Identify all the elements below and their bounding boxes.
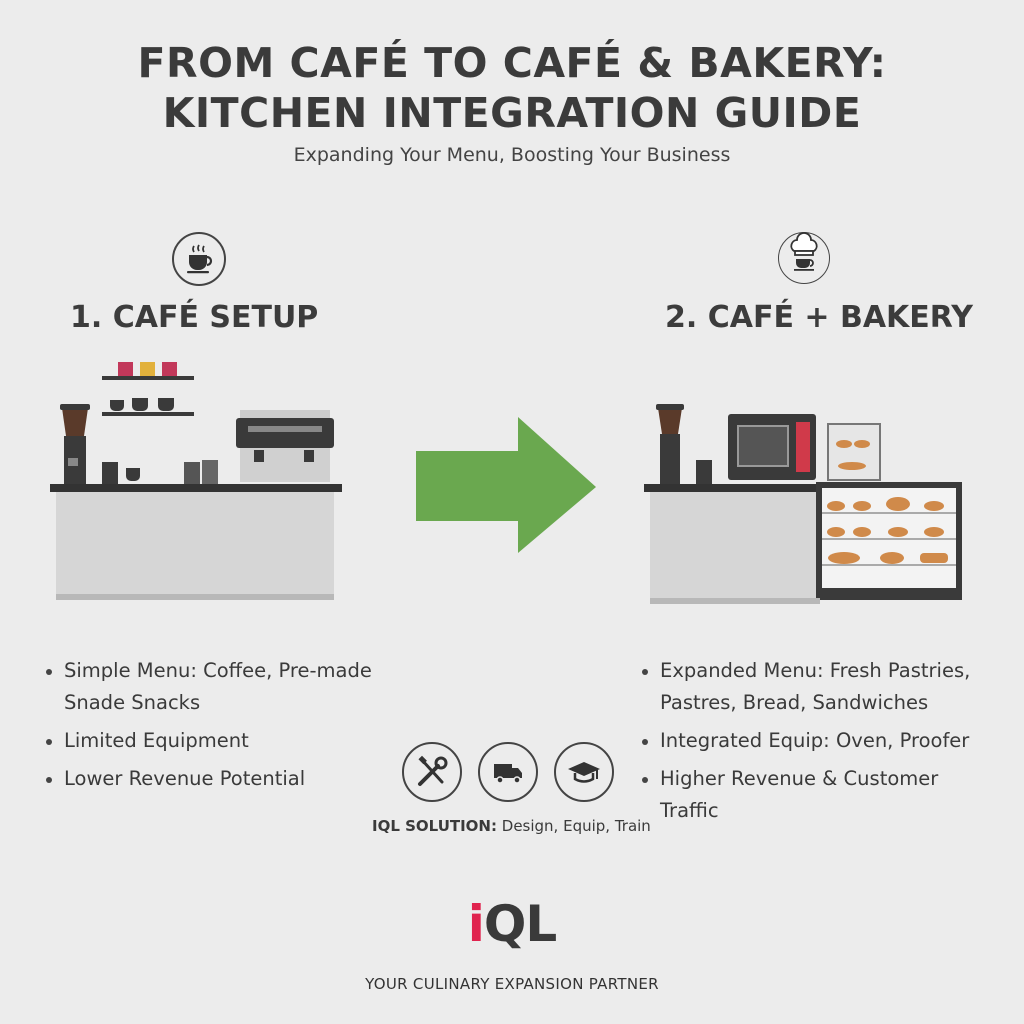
title-line-2: KITCHEN INTEGRATION GUIDE: [162, 89, 862, 137]
delivery-truck-icon: [478, 742, 538, 802]
coffee-grinder: [656, 404, 684, 484]
list-item: Expanded Menu: Fresh Pastries, Pastres, …: [640, 655, 1000, 719]
solution-text: Design, Equip, Train: [497, 817, 651, 835]
graduation-cap-icon: [554, 742, 614, 802]
list-item: Integrated Equip: Oven, Proofer: [640, 725, 1000, 757]
list-item: Higher Revenue & Customer Traffic: [640, 763, 1000, 827]
cafe-bakery-heading: 2. CAFÉ + BAKERY: [665, 300, 973, 335]
logo-letter-i: i: [467, 895, 485, 953]
list-item: Limited Equipment: [44, 725, 374, 757]
list-item: Lower Revenue Potential: [44, 763, 374, 795]
cup-shelf: [102, 398, 194, 416]
list-item: Simple Menu: Coffee, Pre-made Snade Snac…: [44, 655, 374, 719]
cafe-bakery-bullets: Expanded Menu: Fresh Pastries, Pastres, …: [640, 655, 1000, 833]
cafe-setup-heading: 1. CAFÉ SETUP: [70, 300, 319, 335]
tools-icon: [402, 742, 462, 802]
iql-logo: iQL: [0, 895, 1024, 953]
cafe-setup-bullets: Simple Menu: Coffee, Pre-made Snade Snac…: [44, 655, 374, 801]
proofer-case: [827, 423, 881, 481]
chef-hat-icon: [778, 232, 830, 284]
solution-label: IQL SOLUTION:: [372, 817, 497, 835]
coffee-cup-icon: [172, 232, 226, 286]
title-line-1: FROM CAFÉ TO CAFÉ & BAKERY:: [137, 39, 887, 87]
bakery-counter-illustration: [644, 404, 962, 604]
upper-shelf: [102, 362, 194, 380]
logo-letters-ql: QL: [483, 895, 557, 953]
page-title: FROM CAFÉ TO CAFÉ & BAKERY: KITCHEN INTE…: [0, 38, 1024, 138]
page-subtitle: Expanding Your Menu, Boosting Your Busin…: [293, 144, 731, 166]
espresso-machine: [236, 410, 334, 482]
pastry-display-case: [816, 482, 962, 600]
transition-arrow: [416, 417, 596, 553]
brand-tagline: YOUR CULINARY EXPANSION PARTNER: [365, 975, 659, 993]
convection-oven: [728, 414, 816, 480]
coffee-grinder: [60, 404, 90, 484]
iql-solution-line: IQL SOLUTION: Design, Equip, Train: [372, 817, 651, 835]
cafe-counter-illustration: [50, 362, 342, 600]
